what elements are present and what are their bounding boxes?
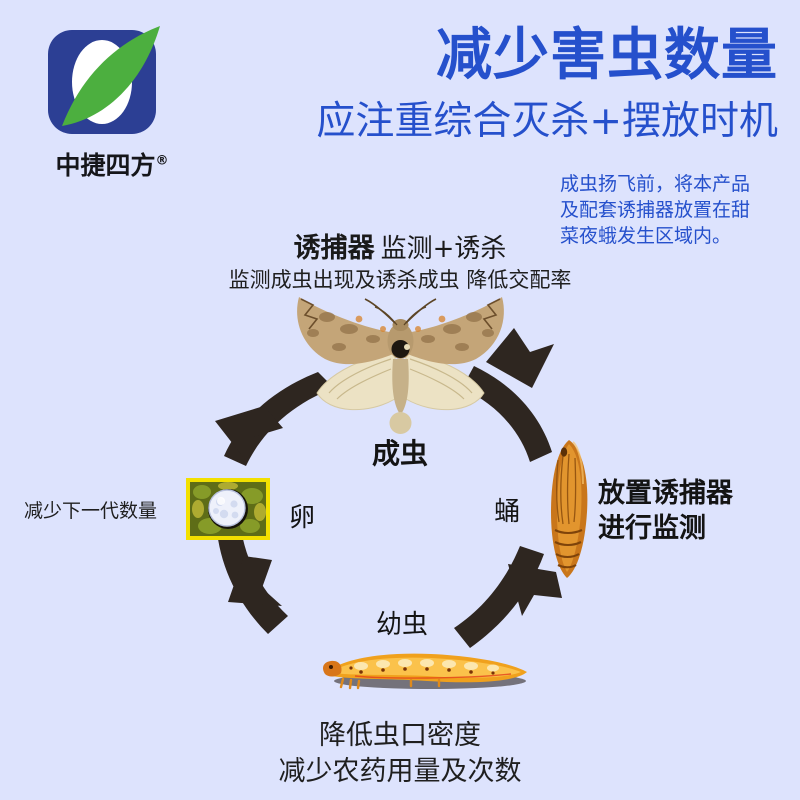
usage-note: 成虫扬飞前，将本产品 及配套诱捕器放置在甜 菜夜蛾发生区域内。: [560, 172, 778, 249]
footer-caption: 降低虫口密度 减少农药用量及次数: [0, 718, 800, 790]
brand-name: 中捷四方®: [36, 146, 188, 182]
trap-heading-light: 监测+诱杀: [380, 234, 507, 264]
footer-caption-line-2: 减少农药用量及次数: [278, 755, 522, 787]
usage-note-line-2: 及配套诱捕器放置在甜: [560, 198, 751, 221]
usage-note-line-3: 菜夜蛾发生区域内。: [560, 224, 732, 247]
arrow-adult-to-egg: [215, 372, 334, 466]
stage-label-adult: 成虫: [371, 437, 428, 470]
page-title: 减少害虫数量: [436, 23, 778, 88]
callout-right-line-1: 放置诱捕器: [598, 478, 733, 509]
arrow-larva-to-egg: [216, 518, 288, 634]
arrow-pupa-to-adult: [462, 328, 554, 462]
callout-left: 减少下一代数量: [24, 500, 158, 522]
moth-photo: [297, 297, 504, 434]
stage-label-egg: 卵: [289, 503, 316, 533]
brand-name-text: 中捷四方: [55, 151, 156, 180]
callout-right: 放置诱捕器 进行监测: [598, 476, 733, 546]
page-subtitle: 应注重综合灭杀+摆放时机: [316, 99, 778, 144]
egg-photo: [186, 478, 270, 540]
footer-caption-line-1: 降低虫口密度: [319, 720, 481, 751]
pupa-photo: [551, 440, 588, 578]
callout-right-line-2: 进行监测: [598, 513, 706, 545]
usage-note-line-1: 成虫扬飞前，将本产品: [560, 173, 751, 195]
arrow-larva-to-pupa: [454, 546, 562, 648]
trap-heading: 诱捕器监测+诱杀: [0, 226, 800, 265]
leaf-logo-icon: [48, 26, 160, 134]
registered-mark: ®: [155, 153, 169, 169]
larva-photo: [323, 653, 527, 690]
egg-photo-content: [190, 482, 266, 536]
stage-label-larva: 幼虫: [376, 610, 429, 640]
trap-subheading: 监测成虫出现及诱杀成虫 降低交配率: [228, 268, 572, 292]
brand-logo-block: 中捷四方®: [36, 22, 188, 182]
trap-heading-strong: 诱捕器: [293, 233, 375, 264]
stage-label-pupa: 蛹: [494, 497, 521, 527]
